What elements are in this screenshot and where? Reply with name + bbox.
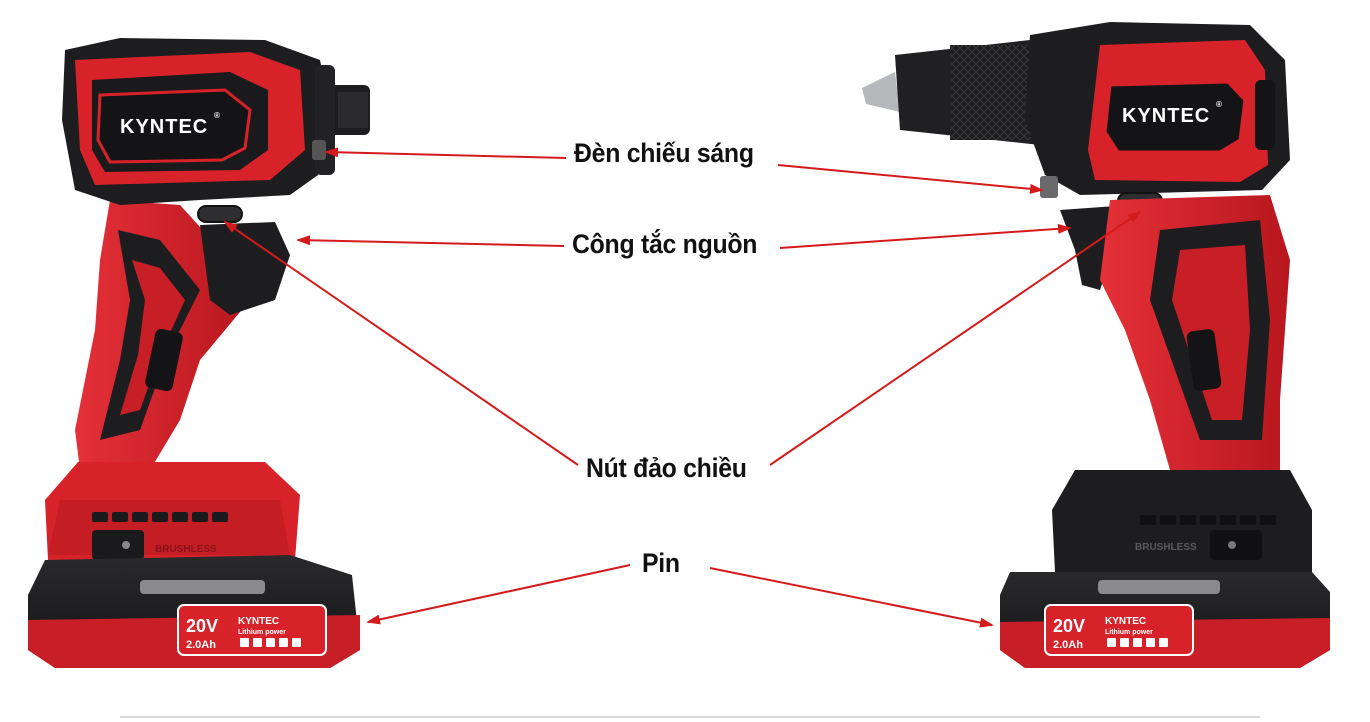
arrow-battery-left [366, 564, 631, 625]
arrow-battery-right [709, 567, 994, 628]
callout-arrows [223, 147, 1142, 628]
drill-motor-badge: BRUSHLESS [1135, 542, 1197, 553]
drill-brand-mark: ® [1216, 100, 1222, 109]
arrow-switch-right [779, 223, 1072, 249]
drill-chuck-tip [862, 72, 900, 112]
impact-driver-switch [197, 205, 243, 223]
label-light: Đèn chiếu sáng [574, 138, 754, 168]
drill-battery-voltage: 20V [1053, 616, 1085, 636]
impact-driver-light [312, 140, 326, 160]
drill-battery-brand: KYNTEC [1105, 616, 1146, 627]
drill-battery-label [1044, 604, 1194, 656]
drill-light [1040, 176, 1058, 198]
impact-driver-battery-label [177, 604, 327, 656]
drill-battery-type: Lithium power [1105, 629, 1153, 636]
impact-battery-capacity: 2.0Ah [186, 639, 216, 651]
impact-driver-brand-mark: ® [214, 111, 220, 120]
impact-driver-trigger [200, 222, 290, 315]
arrow-reverse-right [769, 210, 1142, 466]
arrow-light-left [324, 147, 567, 159]
arrow-reverse-left [223, 220, 579, 466]
drill-badge [1103, 80, 1247, 154]
arrow-light-right [777, 164, 1044, 194]
drill-battery-capacity: 2.0Ah [1053, 639, 1083, 651]
bottom-divider [120, 716, 1260, 718]
impact-driver [28, 38, 370, 668]
label-reverse-button: Nút đảo chiều [586, 453, 747, 483]
arrow-switch-left [296, 235, 565, 247]
impact-battery-voltage: 20V [186, 616, 218, 636]
label-power-switch: Công tắc nguồn [572, 229, 758, 259]
drill-brand: KYNTEC [1122, 105, 1210, 127]
label-battery: Pin [642, 548, 680, 578]
impact-driver-motor-badge: BRUSHLESS [155, 544, 217, 555]
drill-driver [862, 22, 1330, 668]
impact-battery-brand: KYNTEC [238, 616, 279, 627]
impact-driver-brand: KYNTEC [120, 116, 208, 138]
impact-battery-type: Lithium power [238, 629, 286, 636]
impact-driver-badge [96, 88, 252, 164]
